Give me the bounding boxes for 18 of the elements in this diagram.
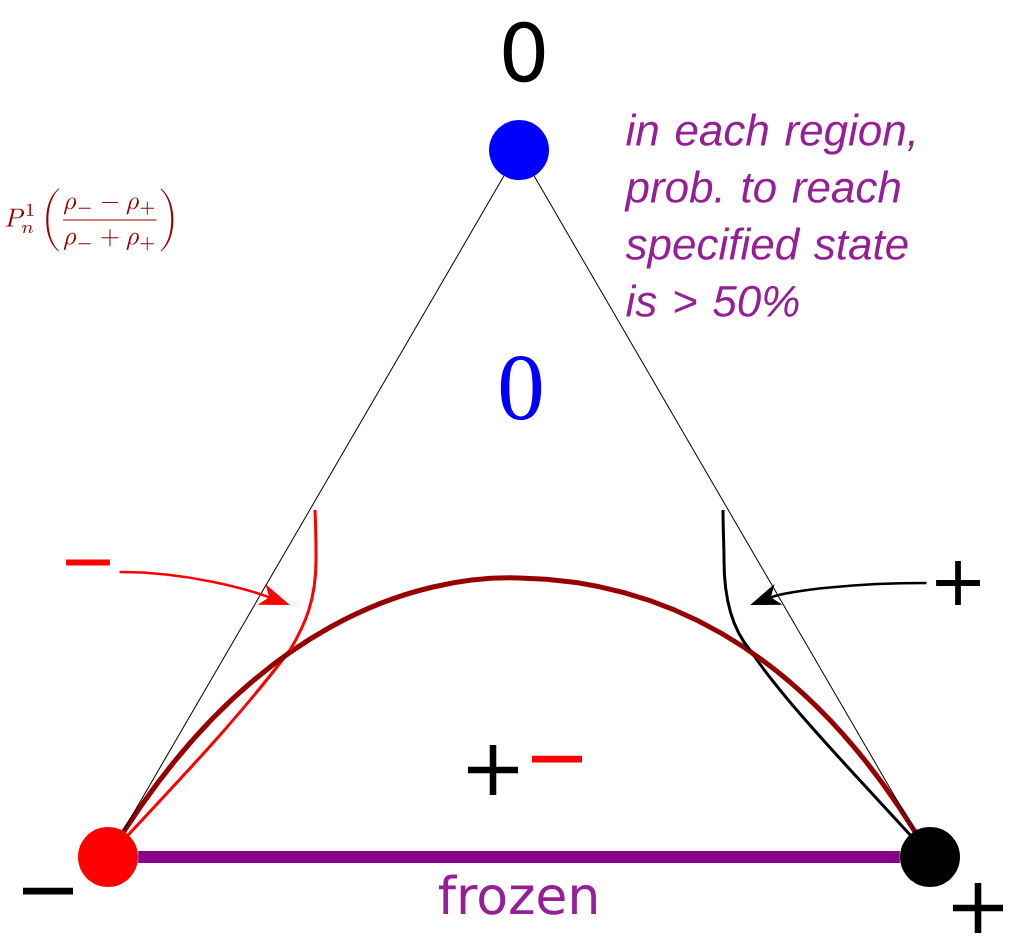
sign-label: + <box>936 561 980 605</box>
vertex-dot <box>489 120 549 180</box>
note: in each region, prob. to reach specified state is > 50% <box>624 113 914 317</box>
boundary-curve <box>722 559 752 651</box>
vertex-label: − <box>22 887 74 895</box>
triangle-side <box>122 175 505 832</box>
boundary-curve <box>288 559 318 651</box>
vertex-label: + <box>952 882 1004 934</box>
edge-label: frozen <box>438 874 596 915</box>
frozen-line <box>138 851 900 863</box>
region-label: 0 <box>500 355 542 421</box>
vertex-dot <box>78 827 138 887</box>
formula: $P_n^1\left(\frac{\rho_- - \rho_+}{\rho_- + \rho_+}\right)$ <box>5 188 174 252</box>
sign-label: − <box>66 559 110 566</box>
vertex-label: 0 <box>503 21 545 83</box>
region-label: + <box>467 744 519 796</box>
region-label: − <box>531 755 583 763</box>
triangle-side <box>533 175 916 832</box>
